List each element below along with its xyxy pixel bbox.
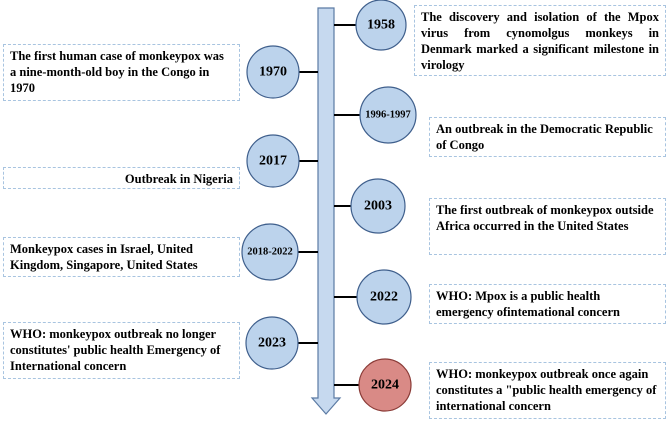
event-text-1958: The discovery and isolation of the Mpox … xyxy=(421,10,659,72)
year-label-2018-2022: 2018-2022 xyxy=(247,247,293,258)
year-label-2023: 2023 xyxy=(258,336,286,351)
year-label-1958: 1958 xyxy=(367,18,395,33)
event-text-2024: WHO: monkeypox outbreak once again const… xyxy=(436,367,657,413)
year-node-2017 xyxy=(246,134,300,188)
event-text-1970: The first human case of monkeypox was a … xyxy=(10,49,224,95)
year-label-2024: 2024 xyxy=(371,378,399,393)
timeline-axis-arrow xyxy=(310,7,342,415)
event-box-2017: Outbreak in Nigeria xyxy=(3,167,240,189)
year-label-2022: 2022 xyxy=(370,290,398,305)
event-box-1996-1997: An outbreak in the Democratic Republic o… xyxy=(429,117,666,157)
event-box-2024: WHO: monkeypox outbreak once again const… xyxy=(429,362,666,419)
year-label-1970: 1970 xyxy=(259,65,287,80)
year-node-2018-2022 xyxy=(241,223,299,281)
event-text-2023: WHO: monkeypox outbreak no longer consti… xyxy=(10,327,221,373)
year-node-1996-1997 xyxy=(359,86,417,144)
event-box-1958: The discovery and isolation of the Mpox … xyxy=(414,5,666,76)
event-text-2003: The first outbreak of monkeypox outside … xyxy=(436,203,654,233)
year-node-1958 xyxy=(355,0,407,51)
event-box-2018-2022: Monkeypox cases in Israel, United Kingdo… xyxy=(3,237,240,277)
timeline-nodes: 1958 1970 1996-1997 2017 2003 2018-2022 2022 20… xyxy=(241,0,417,412)
year-node-1970 xyxy=(246,45,300,99)
event-box-2023: WHO: monkeypox outbreak no longer consti… xyxy=(3,322,240,379)
event-box-2022: WHO: Mpox is a public health emergency o… xyxy=(429,284,666,324)
event-text-2017: Outbreak in Nigeria xyxy=(124,172,233,186)
year-node-2003 xyxy=(350,178,406,234)
year-label-2017: 2017 xyxy=(259,154,287,169)
event-text-1996-1997: An outbreak in the Democratic Republic o… xyxy=(436,122,653,152)
year-node-2024 xyxy=(358,358,412,412)
year-label-2003: 2003 xyxy=(364,199,392,214)
year-label-1996-1997: 1996-1997 xyxy=(365,110,411,121)
event-text-2018-2022: Monkeypox cases in Israel, United Kingdo… xyxy=(10,242,198,272)
year-node-2022 xyxy=(356,269,412,325)
year-node-2023 xyxy=(245,316,299,370)
event-box-2003: The first outbreak of monkeypox outside … xyxy=(429,198,666,255)
timeline-connectors xyxy=(298,24,360,386)
event-text-2022: WHO: Mpox is a public health emergency o… xyxy=(436,289,620,319)
event-box-1970: The first human case of monkeypox was a … xyxy=(3,44,240,101)
